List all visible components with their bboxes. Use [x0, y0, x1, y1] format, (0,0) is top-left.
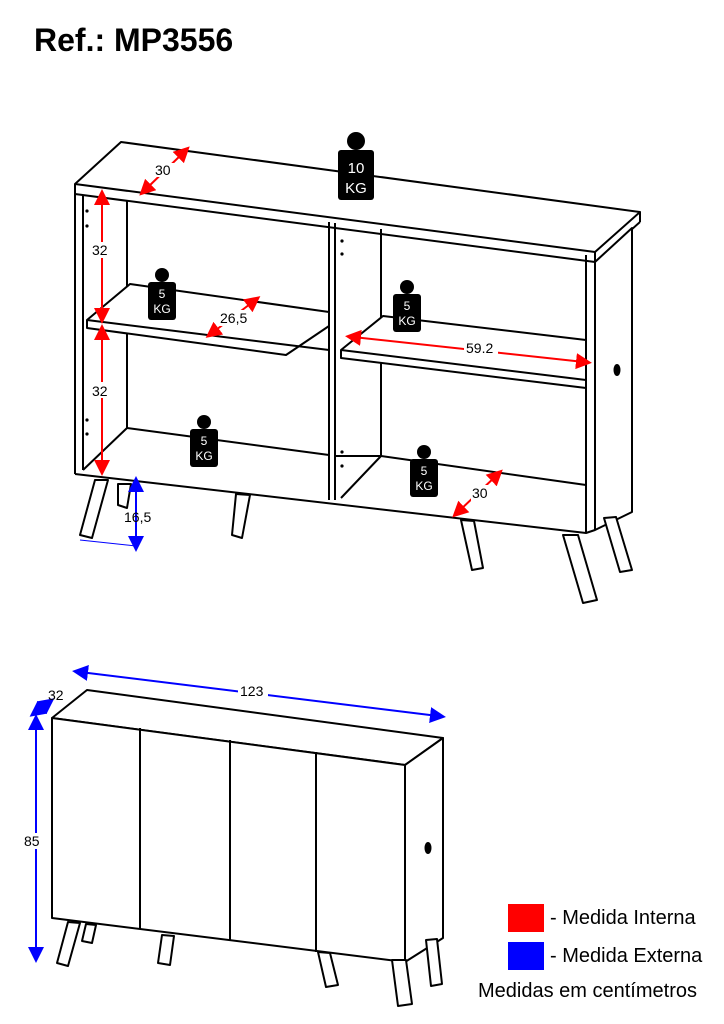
- weight-icon: 5 KG: [410, 445, 438, 497]
- legend-external: - Medida Externa: [508, 942, 702, 970]
- dim-leg-height: 16,5: [124, 509, 151, 525]
- swatch-red: [508, 904, 544, 932]
- dim-shelf-height-upper: 32: [92, 242, 108, 258]
- svg-text:KG: KG: [345, 180, 367, 197]
- svg-text:5: 5: [421, 464, 428, 478]
- svg-text:5: 5: [159, 287, 166, 301]
- svg-text:10: 10: [348, 160, 365, 177]
- svg-text:KG: KG: [195, 449, 212, 463]
- swatch-blue: [508, 942, 544, 970]
- legend-note: Medidas em centímetros: [478, 980, 697, 1002]
- leg-dimension: [79, 476, 144, 552]
- page-title: Ref.: MP3556: [34, 22, 234, 58]
- dim-depth-top: 30: [155, 162, 171, 178]
- weight-icon: 5 KG: [393, 280, 421, 332]
- weight-icon: 10 KG: [338, 132, 374, 200]
- dim-bottom-depth: 30: [472, 485, 488, 501]
- svg-text:5: 5: [404, 299, 411, 313]
- dim-depth: 32: [48, 687, 64, 703]
- dim-height: 85: [24, 833, 40, 849]
- dim-shelf-depth: 26,5: [220, 310, 247, 326]
- legend-internal-label: - Medida Interna: [550, 906, 696, 929]
- legend-internal: - Medida Interna: [508, 904, 696, 932]
- svg-text:KG: KG: [415, 479, 432, 493]
- svg-text:5: 5: [201, 434, 208, 448]
- closed-cabinet-drawing: [51, 689, 444, 1007]
- svg-text:KG: KG: [153, 302, 170, 316]
- dim-shelf-height-lower: 32: [92, 383, 108, 399]
- weight-icon: 5 KG: [190, 415, 218, 467]
- dim-shelf-width: 59.2: [466, 340, 493, 356]
- svg-text:KG: KG: [398, 314, 415, 328]
- dim-width: 123: [240, 683, 264, 699]
- open-cabinet-drawing: [74, 141, 641, 604]
- legend-external-label: - Medida Externa: [550, 944, 703, 967]
- weight-icon: 5 KG: [148, 268, 176, 320]
